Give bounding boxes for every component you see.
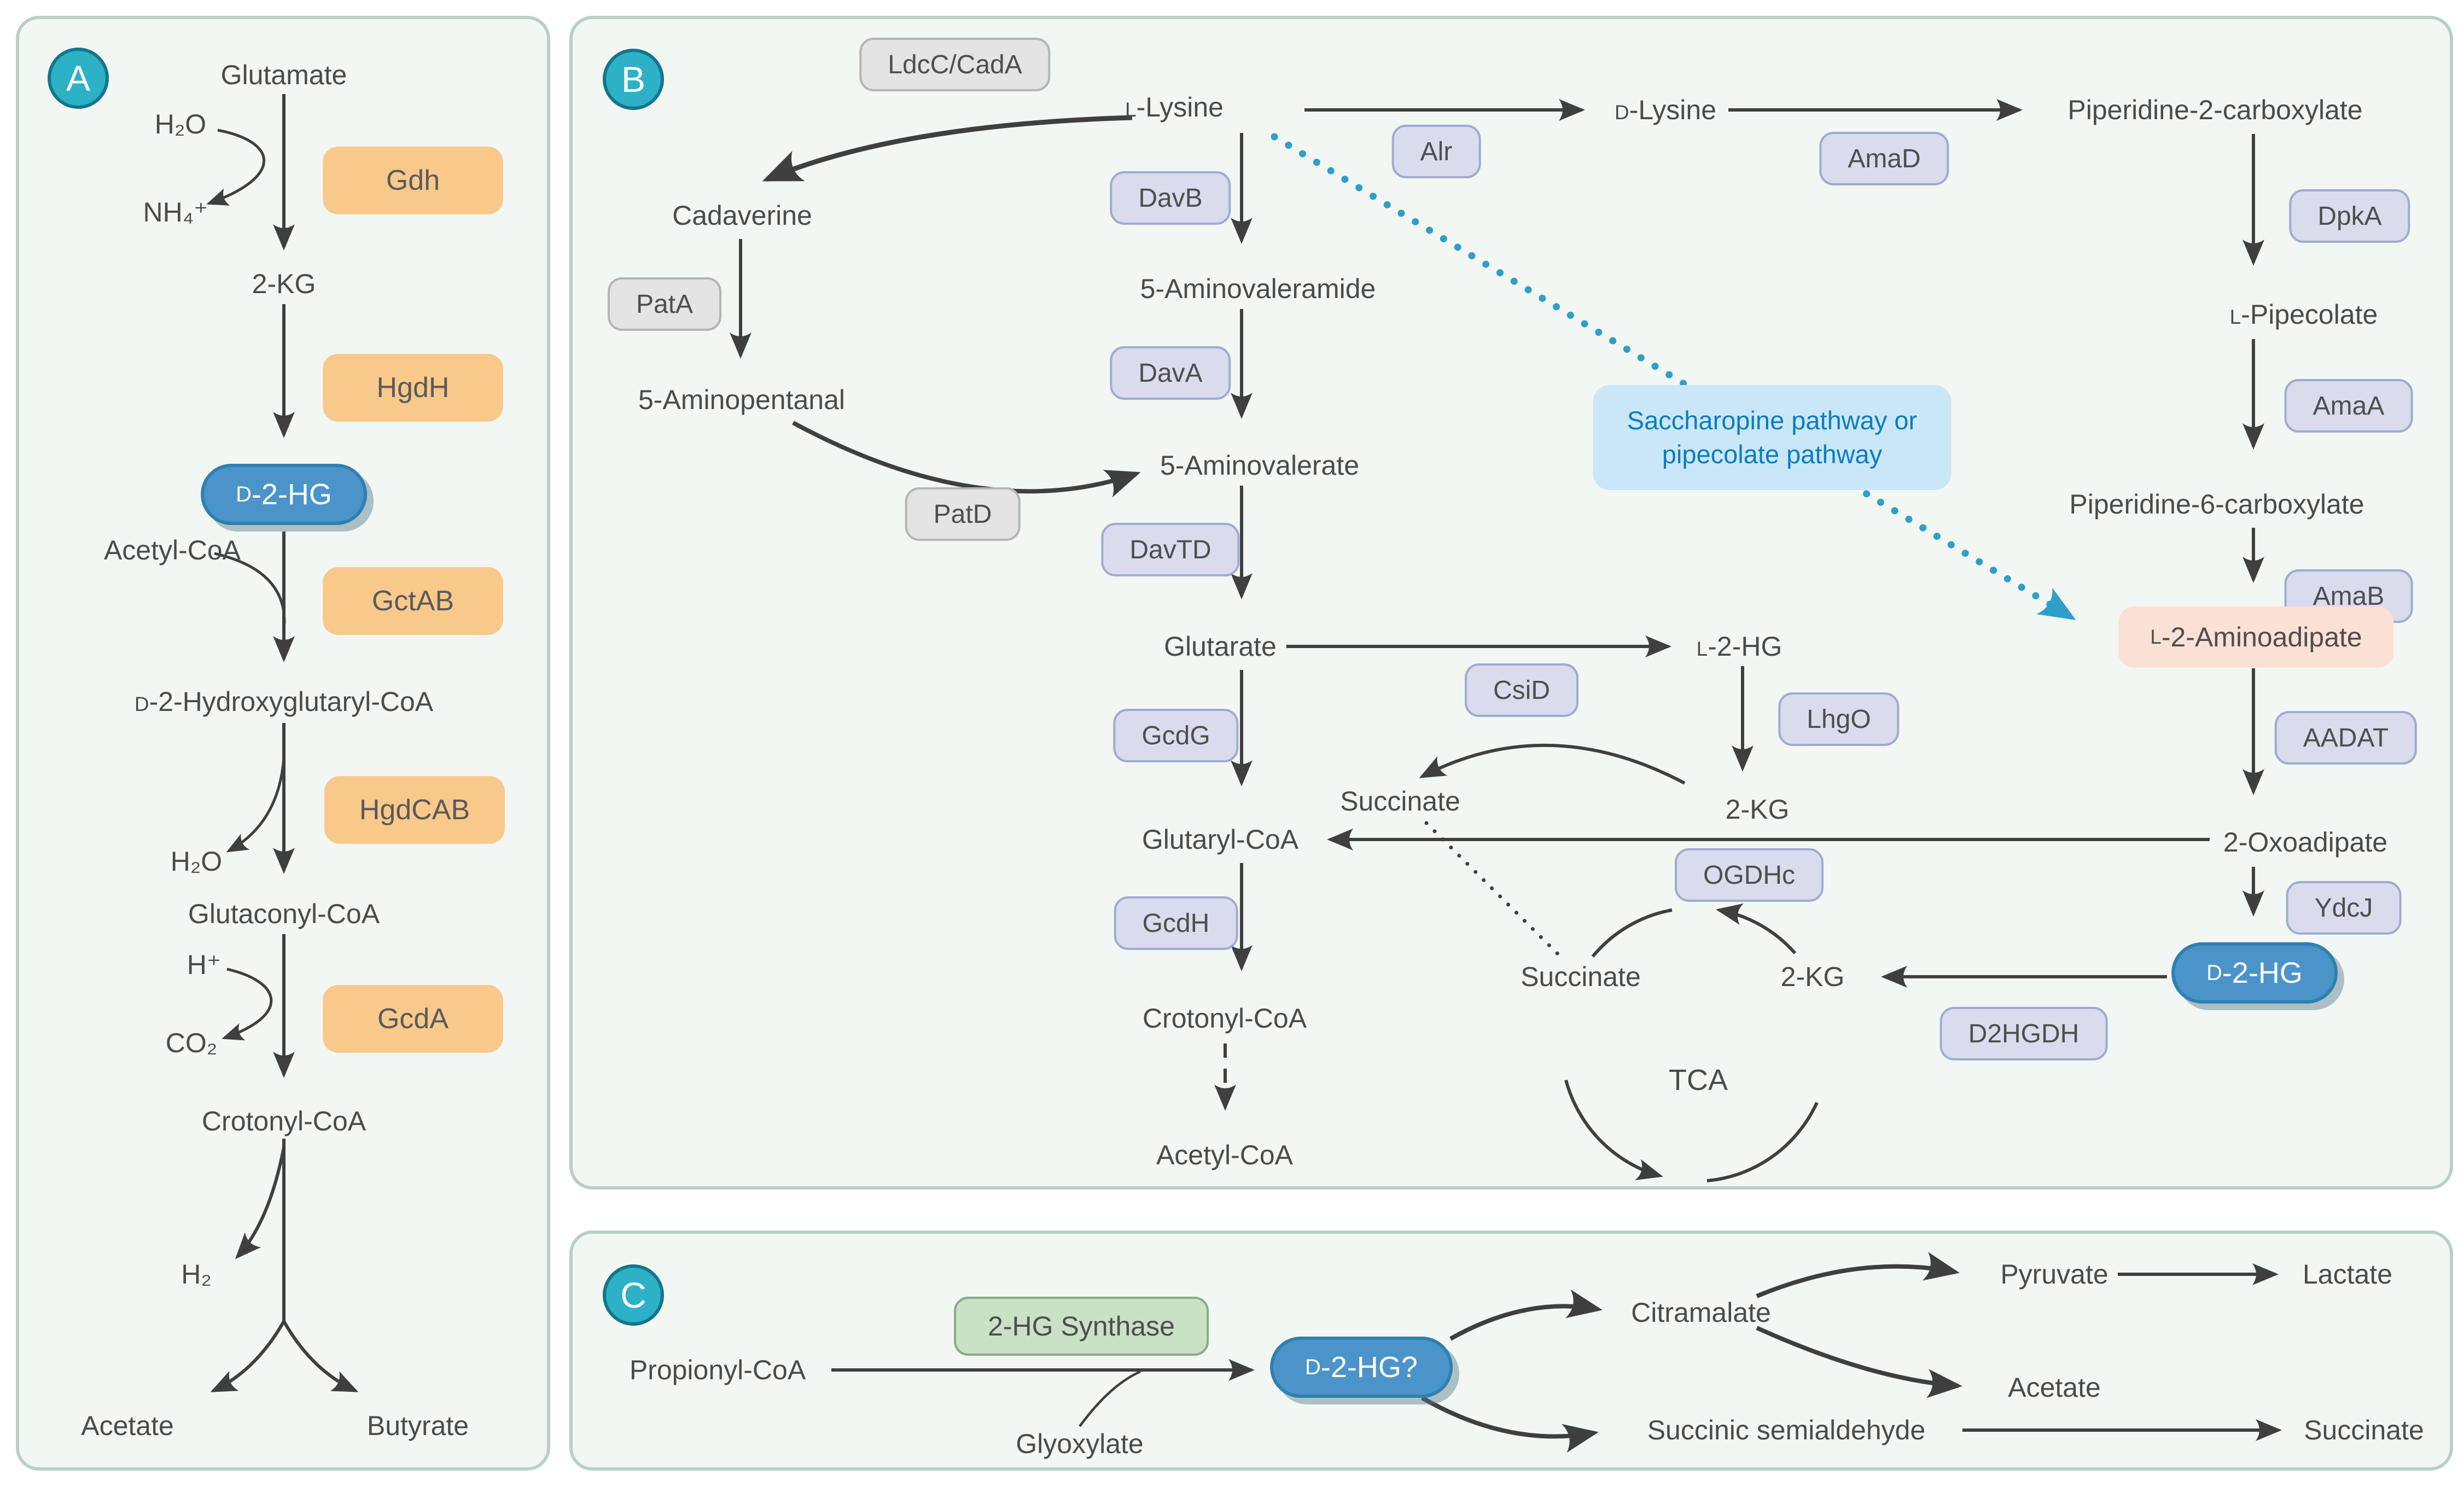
node-l2hg: L-2-HG xyxy=(1696,631,1783,662)
enzyme-gdh: Gdh xyxy=(323,147,503,214)
enzyme-amaa: AmaA xyxy=(2284,379,2413,433)
enzyme-amad: AmaD xyxy=(1819,132,1949,185)
node-lactate: Lactate xyxy=(2302,1259,2393,1290)
enzyme-gctab: GctAB xyxy=(323,567,503,635)
node-succinate-upper: Succinate xyxy=(1340,786,1460,817)
node-h-plus: H⁺ xyxy=(187,949,222,980)
enzyme-davb: DavB xyxy=(1110,171,1231,225)
node-tca-label: TCA xyxy=(1669,1064,1728,1097)
enzyme-ydcj: YdcJ xyxy=(2286,881,2402,935)
enzyme-csid: CsiD xyxy=(1465,663,1578,717)
enzyme-hgdcab: HgdCAB xyxy=(324,776,505,844)
node-5-aminopentanal: 5-Aminopentanal xyxy=(638,384,846,415)
enzyme-gcda: GcdA xyxy=(323,985,503,1053)
node-5-aminovaleramide: 5-Aminovaleramide xyxy=(1140,273,1376,304)
node-citramalate: Citramalate xyxy=(1631,1297,1771,1328)
panel-b-badge: B xyxy=(603,49,664,110)
node-acetyl-coa-b: Acetyl-CoA xyxy=(1156,1140,1294,1170)
enzyme-2hg-synthase: 2-HG Synthase xyxy=(954,1297,1209,1356)
node-crotonyl-coa-b: Crotonyl-CoA xyxy=(1142,1003,1307,1034)
enzyme-lhgo: LhgO xyxy=(1778,692,1900,746)
node-butyrate: Butyrate xyxy=(366,1410,469,1441)
node-succinic-semialdehyde: Succinic semialdehyde xyxy=(1647,1415,1926,1445)
enzyme-ldcc-cada: LdcC/CadA xyxy=(859,38,1051,91)
node-d2hg-b: D-2-HG xyxy=(2171,942,2338,1004)
node-succinate-c: Succinate xyxy=(2304,1415,2424,1445)
node-glutarate: Glutarate xyxy=(1164,631,1277,662)
node-glutaconyl-coa: Glutaconyl-CoA xyxy=(188,899,380,929)
panel-c-badge: C xyxy=(603,1264,664,1326)
node-h2o-mid: H₂O xyxy=(170,846,223,877)
node-5-aminovalerate: 5-Aminovalerate xyxy=(1160,450,1360,481)
enzyme-hgdh: HgdH xyxy=(323,354,503,422)
node-succinate-tca: Succinate xyxy=(1521,961,1641,992)
node-l-lysine: L-Lysine xyxy=(1125,92,1224,123)
node-pyruvate: Pyruvate xyxy=(2000,1259,2108,1290)
enzyme-pata: PatA xyxy=(607,277,722,331)
node-nh4: NH₄⁺ xyxy=(143,197,208,228)
enzyme-d2hgdh: D2HGDH xyxy=(1939,1007,2108,1060)
node-piperidine-2-carboxylate: Piperidine-2-carboxylate xyxy=(2067,95,2363,125)
node-2kg-tca: 2-KG xyxy=(1780,961,1845,992)
node-glyoxylate: Glyoxylate xyxy=(1016,1428,1144,1459)
node-acetyl-coa-a: Acetyl-CoA xyxy=(103,535,241,565)
node-crotonyl-coa-a: Crotonyl-CoA xyxy=(201,1106,366,1136)
enzyme-ogdhc: OGDHc xyxy=(1675,848,1824,902)
enzyme-gcdg: GcdG xyxy=(1113,709,1239,762)
enzyme-davtd: DavTD xyxy=(1101,523,1240,576)
node-glutaryl-coa: Glutaryl-CoA xyxy=(1141,824,1299,855)
node-2kg-upper: 2-KG xyxy=(1725,794,1790,825)
node-acetate-c: Acetate xyxy=(2008,1372,2101,1403)
node-glutamate: Glutamate xyxy=(220,60,347,90)
node-co2: CO₂ xyxy=(165,1028,218,1058)
node-2kg: 2-KG xyxy=(252,269,316,299)
enzyme-aadat: AADAT xyxy=(2274,711,2418,765)
node-d2-hydroxyglutaryl-coa: D-2-Hydroxyglutaryl-CoA xyxy=(134,686,434,717)
enzyme-alr: Alr xyxy=(1391,125,1481,178)
node-propionyl-coa: Propionyl-CoA xyxy=(629,1355,806,1385)
enzyme-patd: PatD xyxy=(905,487,1021,541)
node-2-oxoadipate: 2-Oxoadipate xyxy=(2223,827,2388,858)
panel-b xyxy=(569,16,2453,1189)
node-d-lysine: D-Lysine xyxy=(1614,95,1717,125)
note-saccharopine-pathway: Saccharopine pathway or pipecolate pathw… xyxy=(1593,385,1952,490)
panel-a-badge: A xyxy=(48,48,109,109)
node-cadaverine: Cadaverine xyxy=(672,200,812,231)
node-h2o-top: H₂O xyxy=(154,109,207,139)
node-d2hg-a: D-2-HG xyxy=(201,464,367,525)
node-l2-aminoadipate: L-2-Aminoadipate xyxy=(2118,607,2394,668)
enzyme-dpka: DpkA xyxy=(2289,189,2410,243)
node-d2hg-c: D-2-HG? xyxy=(1270,1337,1453,1398)
node-l-pipecolate: L-Pipecolate xyxy=(2229,299,2378,330)
enzyme-dava: DavA xyxy=(1110,346,1231,400)
node-h2: H₂ xyxy=(181,1259,212,1290)
node-acetate-a: Acetate xyxy=(81,1410,174,1441)
node-piperidine-6-carboxylate: Piperidine-6-carboxylate xyxy=(2069,489,2364,520)
enzyme-gcdh: GcdH xyxy=(1114,896,1238,950)
